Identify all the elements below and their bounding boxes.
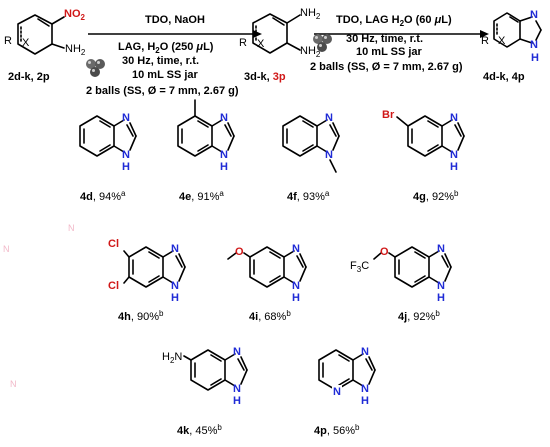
- h-atom: H: [220, 161, 228, 173]
- chloro-substituent: Cl: [108, 238, 119, 250]
- compound-4i-label: 4i, 68%b: [249, 309, 291, 323]
- trifluoromethyl-group: F3C: [350, 260, 369, 274]
- n-atom: N: [122, 112, 130, 124]
- h-atom: H: [361, 395, 369, 407]
- milling-balls-icon: [86, 59, 105, 77]
- h-atom: H: [171, 292, 179, 304]
- amine-group: NH2: [300, 45, 321, 59]
- step1-balls: 2 balls (SS, Ø = 7 mm, 2.67 g): [86, 85, 239, 97]
- bromo-substituent: Br: [382, 109, 395, 121]
- amine-substituent: H2N: [162, 351, 182, 365]
- starting-material-structure: NO2 NH2 R X: [4, 8, 86, 57]
- r-substituent: R: [4, 35, 12, 47]
- x-position: X: [498, 35, 506, 47]
- step2-reagents: TDO, LAG H2O (60 μL): [336, 14, 452, 28]
- reaction-arrow-2-head: [480, 30, 489, 38]
- compound-4p-structure: N N N H: [318, 346, 376, 407]
- n-atom: N: [325, 112, 333, 124]
- amine-group: NH2: [65, 43, 86, 57]
- n-atom: N: [450, 149, 458, 161]
- step2-frequency: 30 Hz, time, r.t.: [346, 33, 423, 45]
- n-atom: N: [292, 243, 300, 255]
- h-atom: H: [292, 292, 300, 304]
- n-atom: N: [220, 112, 228, 124]
- reaction-arrow-1-head: [253, 30, 262, 38]
- n-atom: N: [171, 243, 179, 255]
- oxygen-atom: O: [235, 246, 244, 258]
- n-atom: N: [171, 280, 179, 292]
- x-position: X: [22, 37, 30, 49]
- n-atom: N: [437, 243, 445, 255]
- step1-reagents: TDO, NaOH: [145, 14, 205, 26]
- milling-balls-icon: [313, 34, 332, 52]
- h-atom: H: [233, 395, 241, 407]
- n-atom: N: [233, 383, 241, 395]
- compound-4k-structure: H2N N N H: [162, 346, 248, 407]
- compound-4f-label: 4f, 93%a: [287, 189, 330, 203]
- compound-4f-structure: N N: [282, 112, 340, 173]
- compound-4p-label: 4p, 56%b: [314, 423, 360, 437]
- compound-4e-label: 4e, 91%a: [179, 189, 224, 203]
- compound-4h-label: 4h, 90%b: [118, 309, 164, 323]
- compound-4g-structure: Br N N H: [382, 109, 465, 173]
- n-atom: N: [437, 280, 445, 292]
- compound-4e-structure: N N H: [177, 99, 235, 173]
- compound-4k-label: 4k, 45%b: [177, 423, 222, 437]
- nitro-group: NO2: [64, 8, 86, 22]
- step2-balls: 2 balls (SS, Ø = 7 mm, 2.67 g): [310, 61, 463, 73]
- product-structure: N N H R X: [481, 9, 542, 64]
- step1-frequency: 30 Hz, time, r.t.: [122, 55, 199, 67]
- product-label: 4d-k, 4p: [483, 71, 525, 83]
- h-atom: H: [437, 292, 445, 304]
- r-substituent: R: [239, 37, 247, 49]
- h-atom: H: [122, 161, 130, 173]
- compound-4i-structure: O N N H: [227, 243, 307, 304]
- n-atom: N: [292, 280, 300, 292]
- pyridine-n: N: [333, 386, 341, 398]
- n-atom: N: [220, 149, 228, 161]
- n-atom: N: [361, 383, 369, 395]
- compound-4j-label: 4j, 92%b: [398, 309, 440, 323]
- n-atom: N: [233, 346, 241, 358]
- compound-4h-structure: Cl Cl N N H: [108, 238, 186, 304]
- n-atom: N: [325, 149, 333, 161]
- starting-material-label: 2d-k, 2p: [8, 71, 50, 83]
- h-atom: H: [450, 161, 458, 173]
- step1-jar: 10 mL SS jar: [132, 69, 199, 81]
- n-atom: N: [122, 149, 130, 161]
- intermediate-structure: NH2 NH2 R X: [239, 7, 321, 59]
- step1-solvent: LAG, H2O (250 μL): [118, 41, 214, 55]
- step2-jar: 10 mL SS jar: [356, 46, 423, 58]
- compound-4d-structure: N N H: [79, 112, 137, 173]
- faint-letter: N: [3, 244, 10, 254]
- compound-4d-label: 4d, 94%a: [80, 189, 126, 203]
- compound-4j-structure: O F3C N N H: [350, 243, 452, 304]
- intermediate-label: 3d-k, 3p: [244, 71, 286, 83]
- n-atom: N: [361, 346, 369, 358]
- n-atom: N: [450, 112, 458, 124]
- r-substituent: R: [481, 35, 489, 47]
- faint-letter: N: [10, 379, 17, 389]
- chloro-substituent: Cl: [108, 280, 119, 292]
- imidazole-h: H: [531, 52, 539, 64]
- imidazole-n: N: [530, 9, 538, 21]
- x-position: X: [257, 38, 265, 50]
- imidazole-nh: N: [530, 39, 538, 51]
- faint-letter: N: [68, 223, 75, 233]
- amine-group: NH2: [300, 7, 321, 21]
- compound-4g-label: 4g, 92%b: [413, 189, 459, 203]
- oxygen-atom: O: [380, 246, 389, 258]
